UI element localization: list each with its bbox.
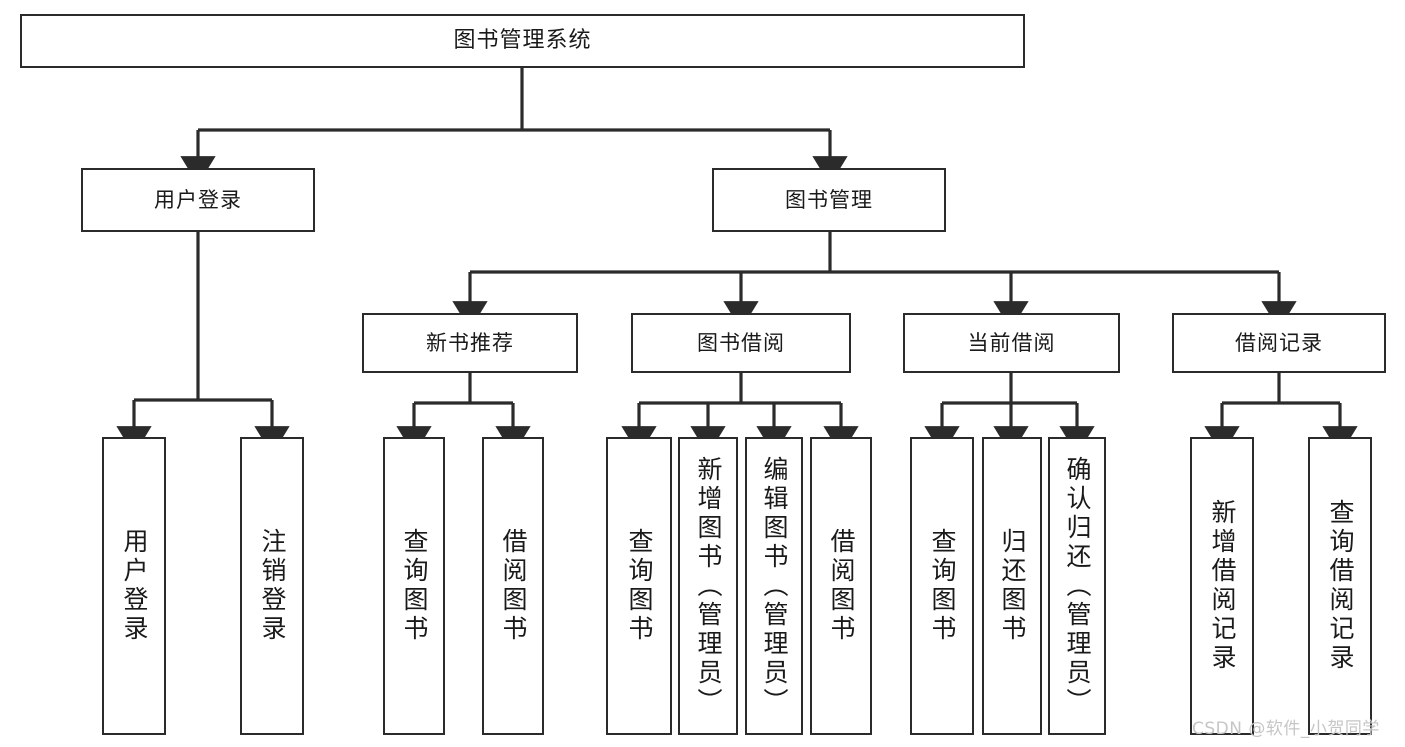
node-label: 新增借阅记录 bbox=[1208, 499, 1237, 673]
leaf-edit-book-admin[interactable]: 编辑图书（管理员） bbox=[745, 437, 803, 735]
node-label: 查询图书 bbox=[400, 528, 429, 644]
leaf-confirm-return-admin[interactable]: 确认归还（管理员） bbox=[1048, 437, 1106, 735]
node-label: 图书借阅 bbox=[697, 330, 785, 355]
node-label: 当前借阅 bbox=[967, 330, 1056, 355]
node-label: 用户登录 bbox=[120, 528, 149, 644]
leaf-user-login[interactable]: 用户登录 bbox=[102, 437, 166, 735]
leaf-add-book-admin[interactable]: 新增图书（管理员） bbox=[678, 437, 738, 735]
node-borrow-record[interactable]: 借阅记录 bbox=[1172, 313, 1386, 373]
node-root-system[interactable]: 图书管理系统 bbox=[20, 14, 1025, 68]
node-label: 新增图书（管理员） bbox=[694, 455, 723, 717]
leaf-return-book[interactable]: 归还图书 bbox=[982, 437, 1042, 735]
node-label: 图书管理系统 bbox=[453, 28, 592, 54]
node-label: 新书推荐 bbox=[426, 330, 514, 355]
node-label: 图书管理 bbox=[785, 187, 873, 212]
node-label: 借阅图书 bbox=[499, 528, 528, 644]
node-label: 查询图书 bbox=[928, 528, 957, 644]
node-label: 用户登录 bbox=[154, 187, 242, 212]
leaf-borrow-book[interactable]: 借阅图书 bbox=[810, 437, 872, 735]
leaf-query-borrow-record[interactable]: 查询借阅记录 bbox=[1308, 437, 1372, 735]
node-label: 注销登录 bbox=[258, 528, 287, 644]
leaf-borrow-book-recommendation[interactable]: 借阅图书 bbox=[482, 437, 544, 735]
node-current-borrow[interactable]: 当前借阅 bbox=[903, 313, 1120, 373]
leaf-query-book-current[interactable]: 查询图书 bbox=[910, 437, 974, 735]
node-book-management[interactable]: 图书管理 bbox=[712, 168, 946, 232]
leaf-logout[interactable]: 注销登录 bbox=[240, 437, 304, 735]
leaf-query-book-recommendation[interactable]: 查询图书 bbox=[383, 437, 445, 735]
node-label: 借阅图书 bbox=[827, 528, 856, 644]
node-label: 查询图书 bbox=[625, 528, 654, 644]
leaf-query-book-borrow[interactable]: 查询图书 bbox=[606, 437, 672, 735]
node-label: 查询借阅记录 bbox=[1326, 499, 1355, 673]
node-label: 编辑图书（管理员） bbox=[760, 455, 789, 717]
node-label: 确认归还（管理员） bbox=[1063, 455, 1092, 717]
node-label: 归还图书 bbox=[998, 528, 1027, 644]
node-user-login[interactable]: 用户登录 bbox=[81, 168, 315, 232]
node-book-borrow[interactable]: 图书借阅 bbox=[631, 313, 851, 373]
node-label: 借阅记录 bbox=[1235, 330, 1323, 355]
node-new-book-recommendation[interactable]: 新书推荐 bbox=[362, 313, 578, 373]
leaf-add-borrow-record[interactable]: 新增借阅记录 bbox=[1190, 437, 1254, 735]
